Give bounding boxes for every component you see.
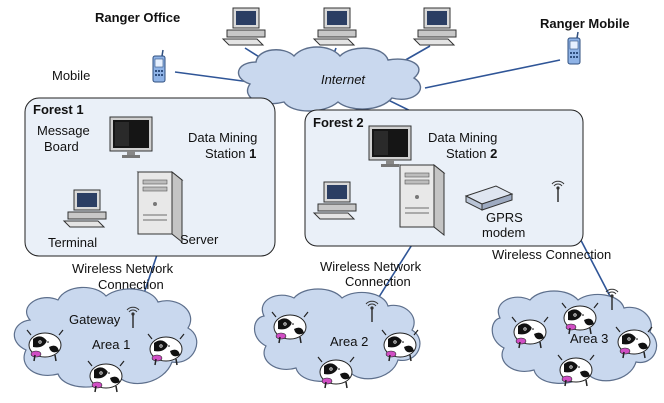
- area3-cloud: Area 3: [491, 288, 658, 387]
- terminal-label: Terminal: [48, 235, 97, 250]
- message-board-label-2: Board: [44, 139, 79, 154]
- office-computer-icon: [413, 7, 457, 46]
- wireless-network-label-1: Wireless Network: [72, 261, 174, 276]
- station2-label-2: Station 2: [446, 146, 497, 161]
- station1-label-2: Station 1: [205, 146, 256, 161]
- office-computer-icon: [313, 7, 357, 46]
- area2-label: Area 2: [330, 334, 368, 349]
- server-label: Server: [180, 232, 219, 247]
- message-board-label: Message: [37, 123, 90, 138]
- ranger-office-label: Ranger Office: [95, 10, 180, 25]
- server-tower-icon: [137, 171, 183, 243]
- link-rangermobile-internet: [424, 59, 561, 89]
- gateway-label: Gateway: [69, 312, 121, 327]
- station1-label: Data Mining: [188, 130, 257, 145]
- area1-cloud: Gateway Area 1: [13, 286, 198, 393]
- link-mobile-internet: [174, 71, 251, 83]
- area1-label: Area 1: [92, 337, 130, 352]
- ranger-office-computers: [222, 7, 457, 46]
- ranger-mobile-phone-icon: [567, 31, 581, 65]
- wireless-network-label-2: Wireless Network: [320, 259, 422, 274]
- ranger-mobile-label: Ranger Mobile: [540, 16, 630, 31]
- forest2-server-tower-icon: [399, 164, 445, 236]
- wireless-network-label-2b: Connection: [345, 274, 411, 289]
- forest1-title: Forest 1: [33, 102, 84, 117]
- gprs-label-2: modem: [482, 225, 525, 240]
- gprs-label: GPRS: [486, 210, 523, 225]
- wireless-connection-label: Wireless Connection: [492, 247, 611, 262]
- station2-label: Data Mining: [428, 130, 497, 145]
- forest2-box: Forest 2 Data Mining Station 2 GPRS mode…: [304, 109, 584, 247]
- area2-cloud: Area 2: [253, 288, 421, 389]
- office-computer-icon: [222, 7, 266, 46]
- forest1-box: Forest 1 Message Board Data Mining Stati…: [24, 97, 276, 257]
- mobile-label: Mobile: [52, 68, 90, 83]
- mobile-phone-icon: [152, 49, 166, 83]
- internet-label: Internet: [321, 72, 366, 87]
- internet-cloud: Internet: [238, 46, 421, 112]
- area3-label: Area 3: [570, 331, 608, 346]
- forest2-title: Forest 2: [313, 115, 364, 130]
- wireless-network-label-1b: Connection: [98, 277, 164, 292]
